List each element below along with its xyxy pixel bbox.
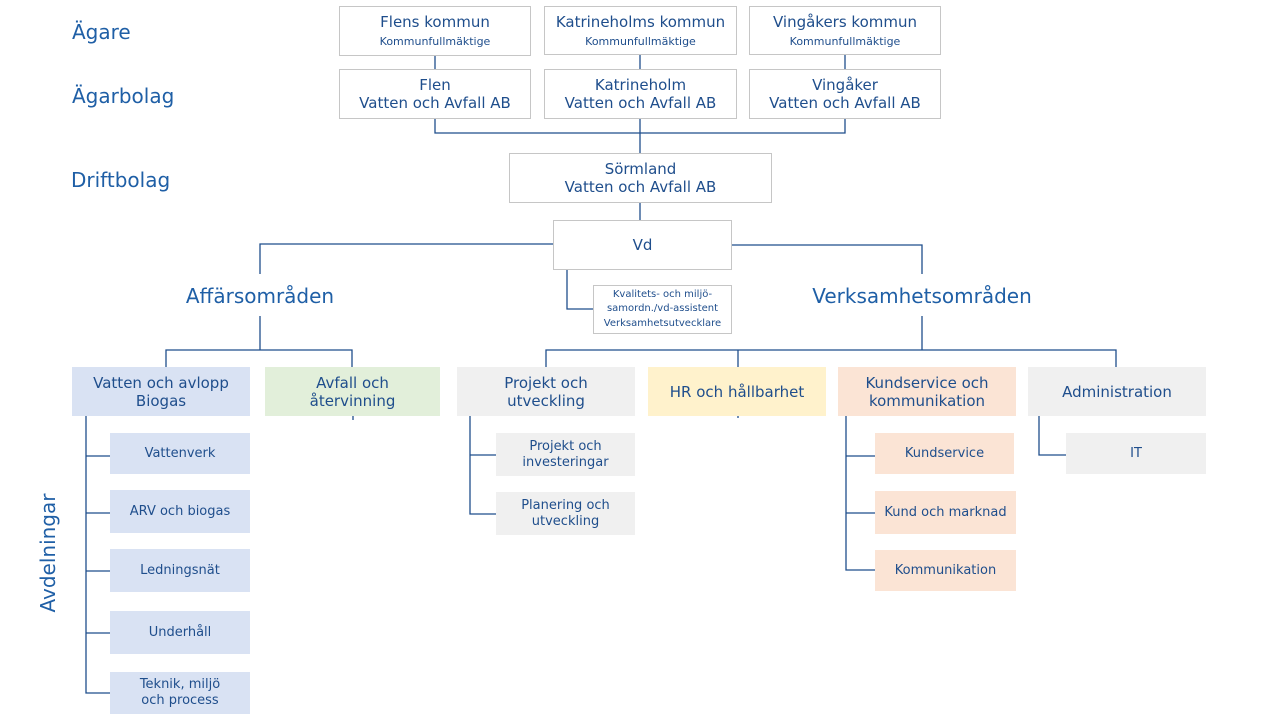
- unit-line1: Vattenverk: [144, 445, 216, 461]
- company-line2: Vatten och Avfall AB: [564, 178, 717, 196]
- owner-council: Kommunfullmäktige: [585, 34, 696, 48]
- unit-it: IT: [1066, 433, 1206, 474]
- owner-council: Kommunfullmäktige: [379, 35, 491, 49]
- owner-company-box-vingaker: Vingåker Vatten och Avfall AB: [749, 69, 941, 119]
- unit-line1: Planering och: [521, 497, 610, 513]
- unit-waterworks: Vattenverk: [110, 433, 250, 474]
- department-line1: Administration: [1062, 382, 1172, 401]
- unit-line1: Underhåll: [148, 624, 212, 640]
- department-water-sewage: Vatten och avlopp Biogas: [72, 367, 250, 416]
- department-line1: HR och hållbarhet: [669, 382, 805, 401]
- staff-line2: samordn./vd-assistent: [606, 303, 719, 315]
- row-label-owners: Ägare: [72, 20, 131, 44]
- unit-maintenance: Underhåll: [110, 611, 250, 654]
- unit-line1: Kund och marknad: [884, 504, 1007, 520]
- section-label-business-areas: Affärsområden: [185, 284, 335, 308]
- owner-name: Flens kommun: [380, 13, 490, 32]
- row-label-departments: Avdelningar: [36, 493, 60, 613]
- owner-company-box-flen: Flen Vatten och Avfall AB: [339, 69, 531, 119]
- department-line2: utveckling: [507, 391, 585, 410]
- unit-technology-environment-process: Teknik, miljö och process: [110, 672, 250, 714]
- ceo-label: Vd: [632, 236, 653, 254]
- unit-line1: Kundservice: [904, 445, 985, 461]
- section-label-operations-areas: Verksamhetsområden: [812, 284, 1032, 308]
- unit-communication: Kommunikation: [875, 550, 1016, 591]
- unit-line1: Projekt och: [529, 438, 602, 454]
- owner-box-katrineholm: Katrineholms kommun Kommunfullmäktige: [544, 6, 737, 55]
- department-hr-sustainability: HR och hållbarhet: [648, 367, 826, 416]
- company-line1: Vingåker: [812, 76, 878, 94]
- unit-line2: utveckling: [531, 513, 600, 529]
- operating-company-box: Sörmland Vatten och Avfall AB: [509, 153, 772, 203]
- staff-line1: Kvalitets- och miljö-: [612, 288, 713, 300]
- owner-council: Kommunfullmäktige: [789, 34, 901, 48]
- unit-line2: investeringar: [522, 454, 609, 470]
- staff-line3: Verksamhetsutvecklare: [603, 317, 722, 329]
- department-line2: Biogas: [135, 391, 187, 410]
- company-line1: Sörmland: [604, 160, 677, 178]
- ceo-box: Vd: [553, 220, 732, 270]
- company-line2: Vatten och Avfall AB: [564, 94, 717, 112]
- unit-wwtp-biogas: ARV och biogas: [110, 490, 250, 533]
- owner-name: Katrineholms kommun: [555, 12, 726, 31]
- unit-planning-development: Planering och utveckling: [496, 492, 635, 535]
- company-line1: Flen: [419, 76, 451, 94]
- department-projects-development: Projekt och utveckling: [457, 367, 635, 416]
- owner-box-vingaker: Vingåkers kommun Kommunfullmäktige: [749, 6, 941, 55]
- department-line1: Avfall och: [316, 373, 389, 392]
- unit-projects-investments: Projekt och investeringar: [496, 433, 635, 476]
- department-line1: Kundservice och: [865, 373, 989, 392]
- unit-pipe-network: Ledningsnät: [110, 549, 250, 592]
- company-line1: Katrineholm: [594, 76, 687, 94]
- department-line1: Projekt och: [504, 373, 588, 392]
- department-line2: kommunikation: [868, 391, 986, 410]
- unit-customer-market: Kund och marknad: [875, 491, 1016, 534]
- department-administration: Administration: [1028, 367, 1206, 416]
- department-customer-service-communication: Kundservice och kommunikation: [838, 367, 1016, 416]
- unit-line2: och process: [141, 693, 219, 708]
- row-label-owner-companies: Ägarbolag: [72, 84, 175, 108]
- company-line2: Vatten och Avfall AB: [359, 94, 511, 112]
- owner-company-box-katrineholm: Katrineholm Vatten och Avfall AB: [544, 69, 737, 119]
- unit-customer-service: Kundservice: [875, 433, 1014, 474]
- unit-line1: IT: [1130, 445, 1142, 461]
- unit-line1: Ledningsnät: [140, 562, 220, 578]
- staff-box: Kvalitets- och miljö- samordn./vd-assist…: [593, 285, 732, 334]
- owner-name: Vingåkers kommun: [772, 12, 918, 31]
- department-line1: Vatten och avlopp: [93, 373, 229, 392]
- row-label-operating-company: Driftbolag: [71, 168, 171, 192]
- unit-line1: ARV och biogas: [129, 503, 231, 519]
- unit-line1: Teknik, miljö: [139, 677, 221, 693]
- department-line2: återvinning: [309, 391, 396, 410]
- department-waste-recycling: Avfall och återvinning: [265, 367, 440, 416]
- unit-line1: Kommunikation: [894, 562, 997, 578]
- company-line2: Vatten och Avfall AB: [769, 94, 921, 112]
- owner-box-flen: Flens kommun Kommunfullmäktige: [339, 6, 531, 56]
